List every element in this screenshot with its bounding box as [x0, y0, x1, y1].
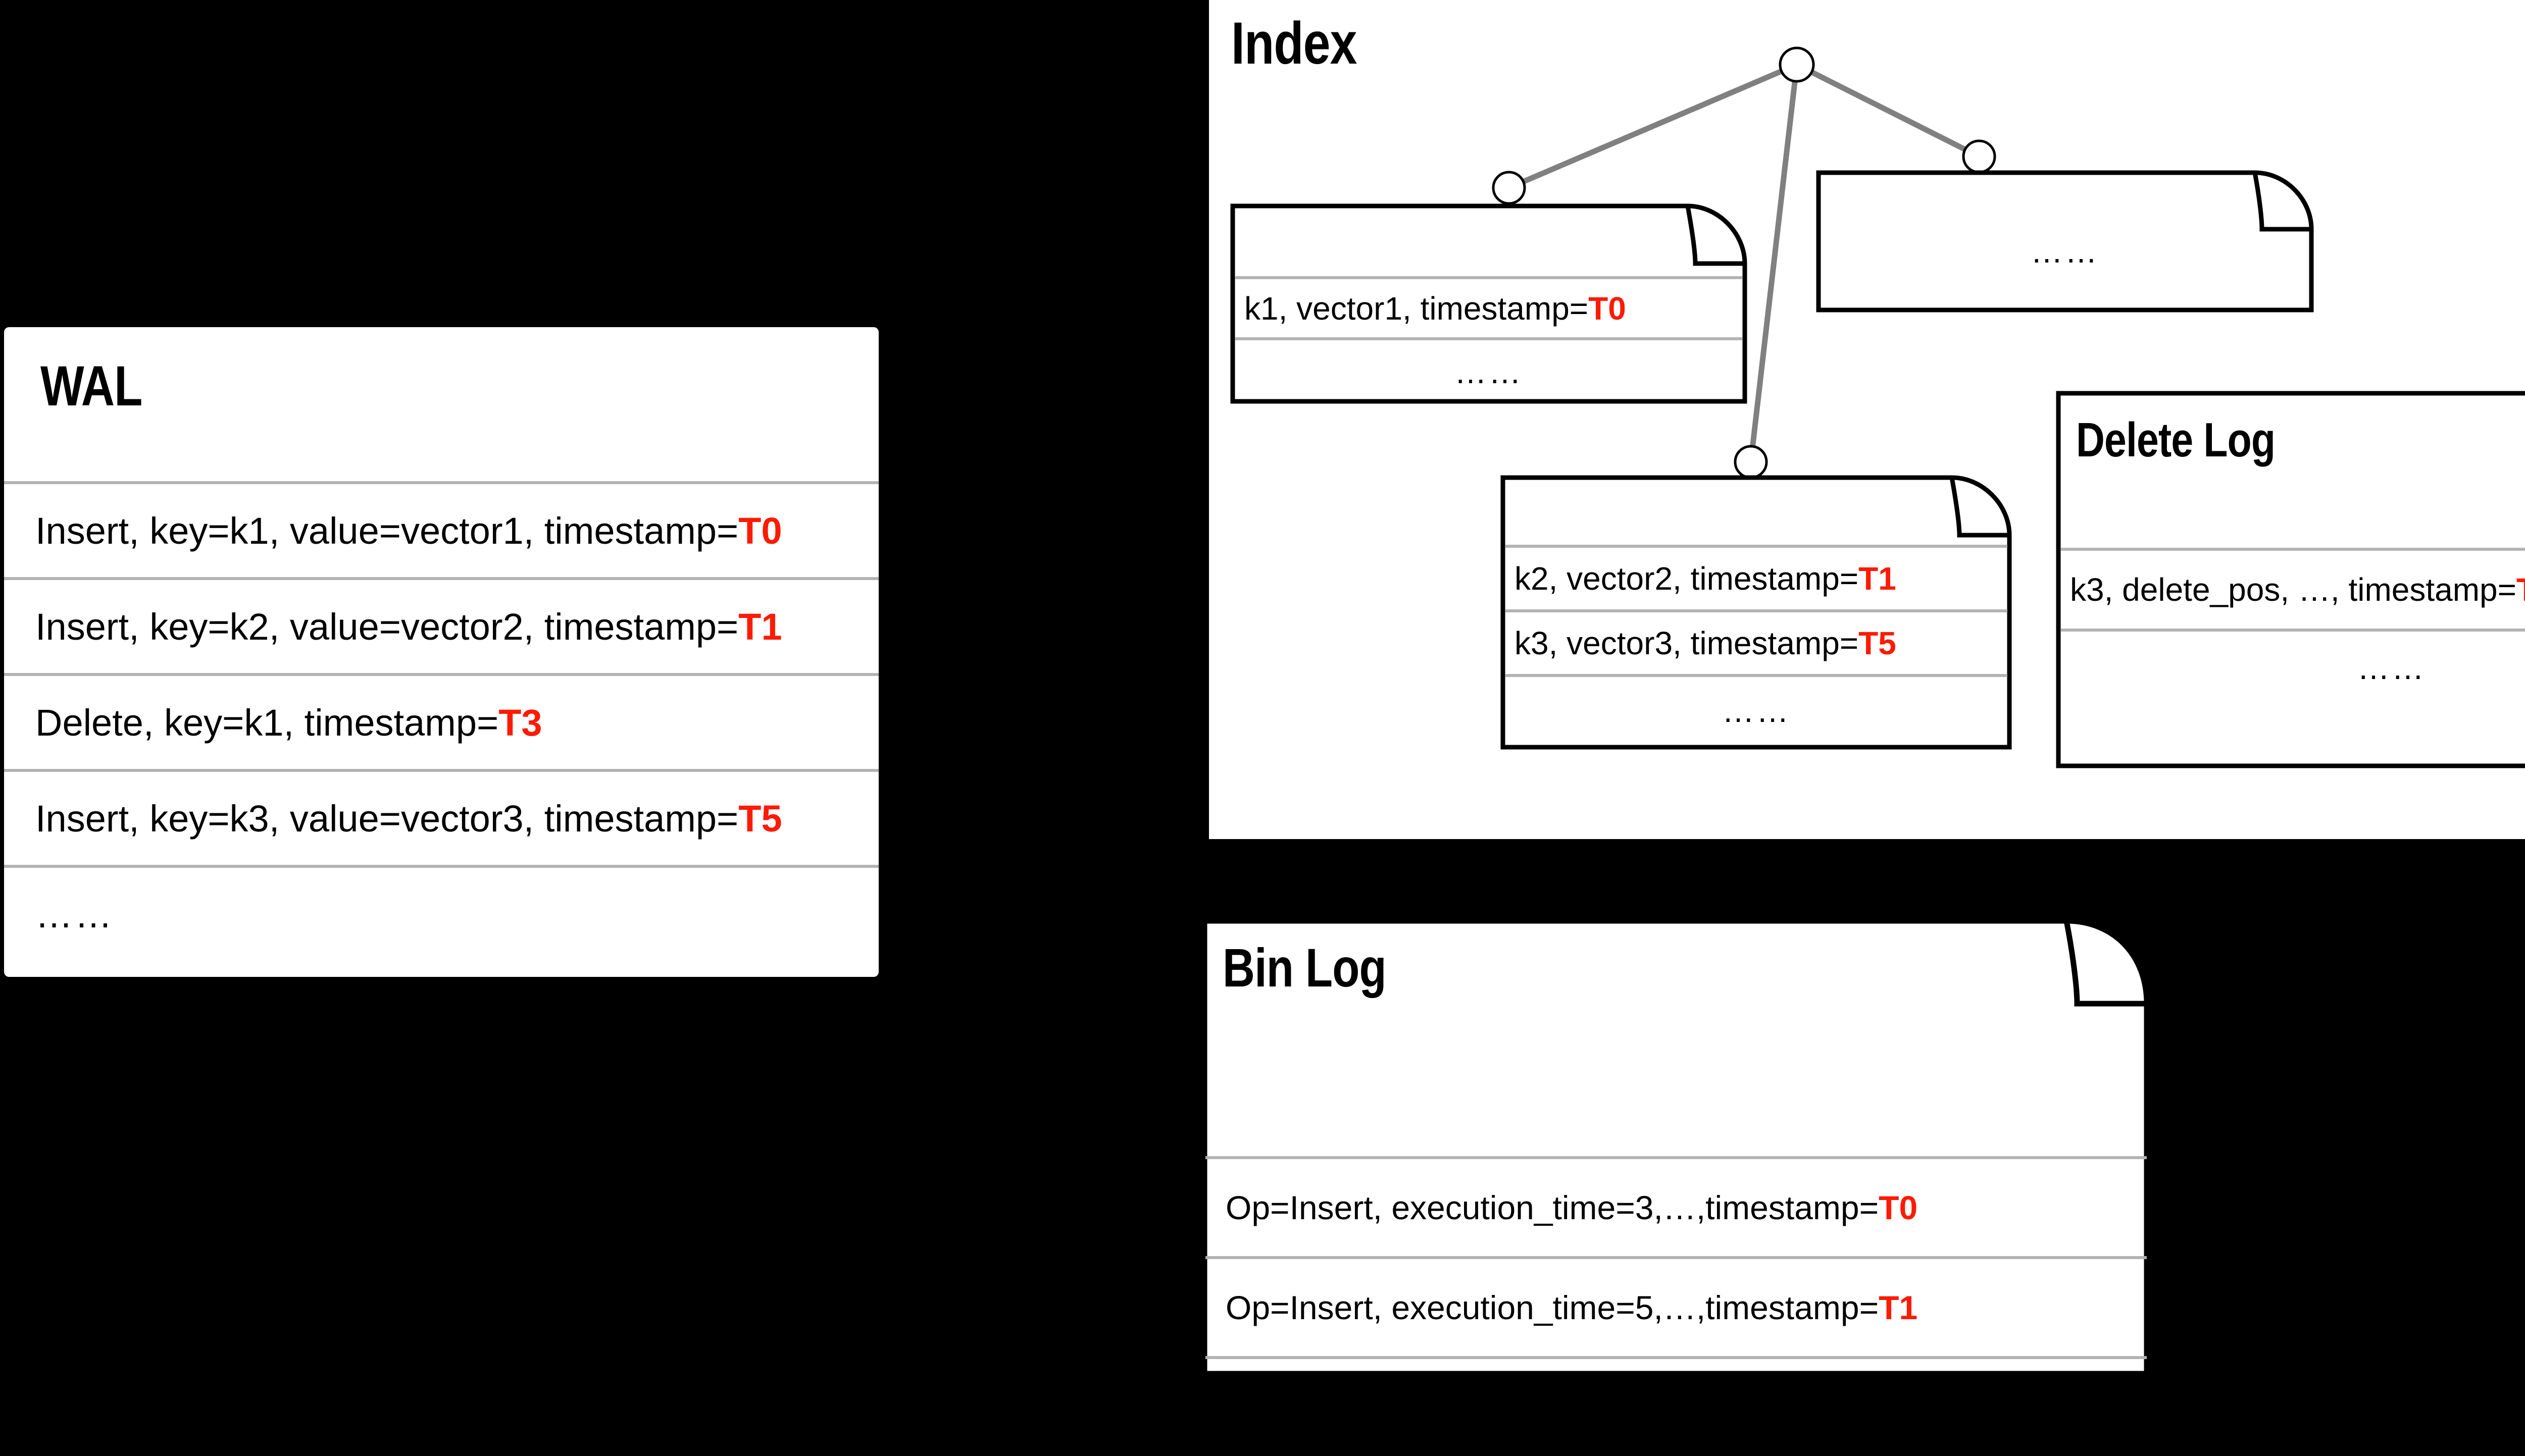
- index-leaf-ellipsis: ……: [1816, 170, 2314, 313]
- wal-row-list: Insert, key=k1, value=vector1, timestamp…: [4, 481, 879, 961]
- tree-node-root: [1779, 46, 1815, 83]
- index-leaf-row-timestamp: T1: [1858, 560, 1896, 597]
- wal-row: Insert, key=k3, value=vector3, timestamp…: [4, 769, 879, 865]
- wal-row-ellipsis: ……: [4, 865, 879, 961]
- dog-ear-fold: [2063, 920, 2147, 1007]
- wal-panel: WAL Insert, key=k1, value=vector1, times…: [4, 327, 879, 977]
- dog-ear-fold: [1949, 477, 2009, 538]
- index-panel: Index k1, vector1, timestamp=T0: [1209, 0, 2525, 839]
- dog-ear-fold: [1685, 205, 1745, 266]
- index-leaf-k1: k1, vector1, timestamp=T0 ……: [1230, 203, 1747, 404]
- wal-row: Delete, key=k1, timestamp=T3: [4, 673, 879, 769]
- index-leaf-k1-rows: k1, vector1, timestamp=T0 ……: [1235, 276, 1742, 403]
- index-leaf-row-ellipsis: ……: [1235, 337, 1742, 403]
- index-leaf-row: k2, vector2, timestamp=T1: [1505, 545, 2007, 609]
- tree-node-left: [1492, 171, 1526, 205]
- index-leaf-k2k3-rows: k2, vector2, timestamp=T1 k3, vector3, t…: [1505, 545, 2007, 744]
- bin-log-row-timestamp: T0: [1879, 1189, 1918, 1226]
- delete-log-panel: Delete Log k3, delete_pos, …, timestamp=…: [2056, 391, 2525, 768]
- index-leaf-row-text: k3, vector3, timestamp=: [1514, 625, 1859, 661]
- bin-log-row-ellipsis: ……: [1205, 1356, 2147, 1456]
- bin-log-row-text: ……: [1226, 1389, 1296, 1426]
- index-title: Index: [1231, 10, 1357, 77]
- bin-log-row: Op=Insert, execution_time=5,…,timestamp=…: [1205, 1256, 2147, 1356]
- wal-row-text: Insert, key=k3, value=vector3, timestamp…: [35, 797, 739, 840]
- index-leaf-row-text: ……: [1454, 353, 1523, 390]
- index-leaf-row-text: ……: [1722, 692, 1791, 729]
- index-leaf-row: k3, vector3, timestamp=T5: [1505, 609, 2007, 674]
- wal-row-text: Insert, key=k2, value=vector2, timestamp…: [35, 605, 739, 648]
- wal-title: WAL: [40, 354, 142, 418]
- wal-row: Insert, key=k2, value=vector2, timestamp…: [4, 577, 879, 673]
- wal-row-timestamp: T1: [738, 605, 782, 648]
- delete-log-row-timestamp: T3: [2516, 571, 2525, 608]
- bin-log-rows: Op=Insert, execution_time=3,…,timestamp=…: [1205, 1156, 2147, 1456]
- bin-log-row-timestamp: T1: [1879, 1289, 1918, 1326]
- bin-log-title: Bin Log: [1223, 937, 1387, 998]
- wal-row-text: Delete, key=k1, timestamp=: [35, 701, 499, 744]
- delete-log-row-text: k3, delete_pos, …, timestamp=: [2070, 571, 2516, 608]
- wal-row-timestamp: T3: [498, 701, 542, 744]
- delete-log-row-ellipsis: ……: [2061, 629, 2525, 704]
- document-outline: [2056, 391, 2525, 768]
- tree-node-middle: [1734, 445, 1768, 479]
- index-leaf-ellipsis-text: ……: [2031, 233, 2099, 270]
- tree-edge-root-right: [1795, 62, 1981, 159]
- wal-row-text: ……: [35, 893, 114, 935]
- dog-ear-fold: [2252, 172, 2311, 232]
- bin-log-row-text: Op=Insert, execution_time=3,…,timestamp=: [1226, 1189, 1879, 1226]
- delete-log-row-text: ……: [2357, 650, 2426, 686]
- index-leaf-row-text: k2, vector2, timestamp=: [1514, 560, 1859, 597]
- wal-row-timestamp: T5: [738, 797, 782, 840]
- bin-log-row: Op=Insert, execution_time=3,…,timestamp=…: [1205, 1156, 2147, 1256]
- index-leaf-k2k3: k2, vector2, timestamp=T1 k3, vector3, t…: [1500, 475, 2012, 750]
- tree-node-right: [1962, 139, 1996, 174]
- index-leaf-row-timestamp: T0: [1588, 290, 1626, 327]
- wal-row-timestamp: T0: [738, 509, 782, 552]
- wal-row: Insert, key=k1, value=vector1, timestamp…: [4, 481, 879, 577]
- index-leaf-row-ellipsis: ……: [1505, 674, 2007, 744]
- bin-log-panel: Bin Log Op=Insert, execution_time=3,…,ti…: [1201, 918, 2184, 1426]
- index-leaf-row-text: k1, vector1, timestamp=: [1244, 290, 1589, 327]
- delete-log-title: Delete Log: [2076, 413, 2276, 467]
- bin-log-row-text: Op=Insert, execution_time=5,…,timestamp=: [1226, 1289, 1879, 1326]
- tree-edge-root-middle: [1748, 64, 1800, 462]
- wal-row-text: Insert, key=k1, value=vector1, timestamp…: [35, 509, 739, 552]
- index-leaf-row: k1, vector1, timestamp=T0: [1235, 276, 1742, 337]
- index-leaf-row-timestamp: T5: [1858, 625, 1896, 661]
- delete-log-rows: k3, delete_pos, …, timestamp=T3 ……: [2061, 548, 2525, 704]
- delete-log-row: k3, delete_pos, …, timestamp=T3: [2061, 548, 2525, 629]
- tree-edge-root-left: [1507, 62, 1798, 191]
